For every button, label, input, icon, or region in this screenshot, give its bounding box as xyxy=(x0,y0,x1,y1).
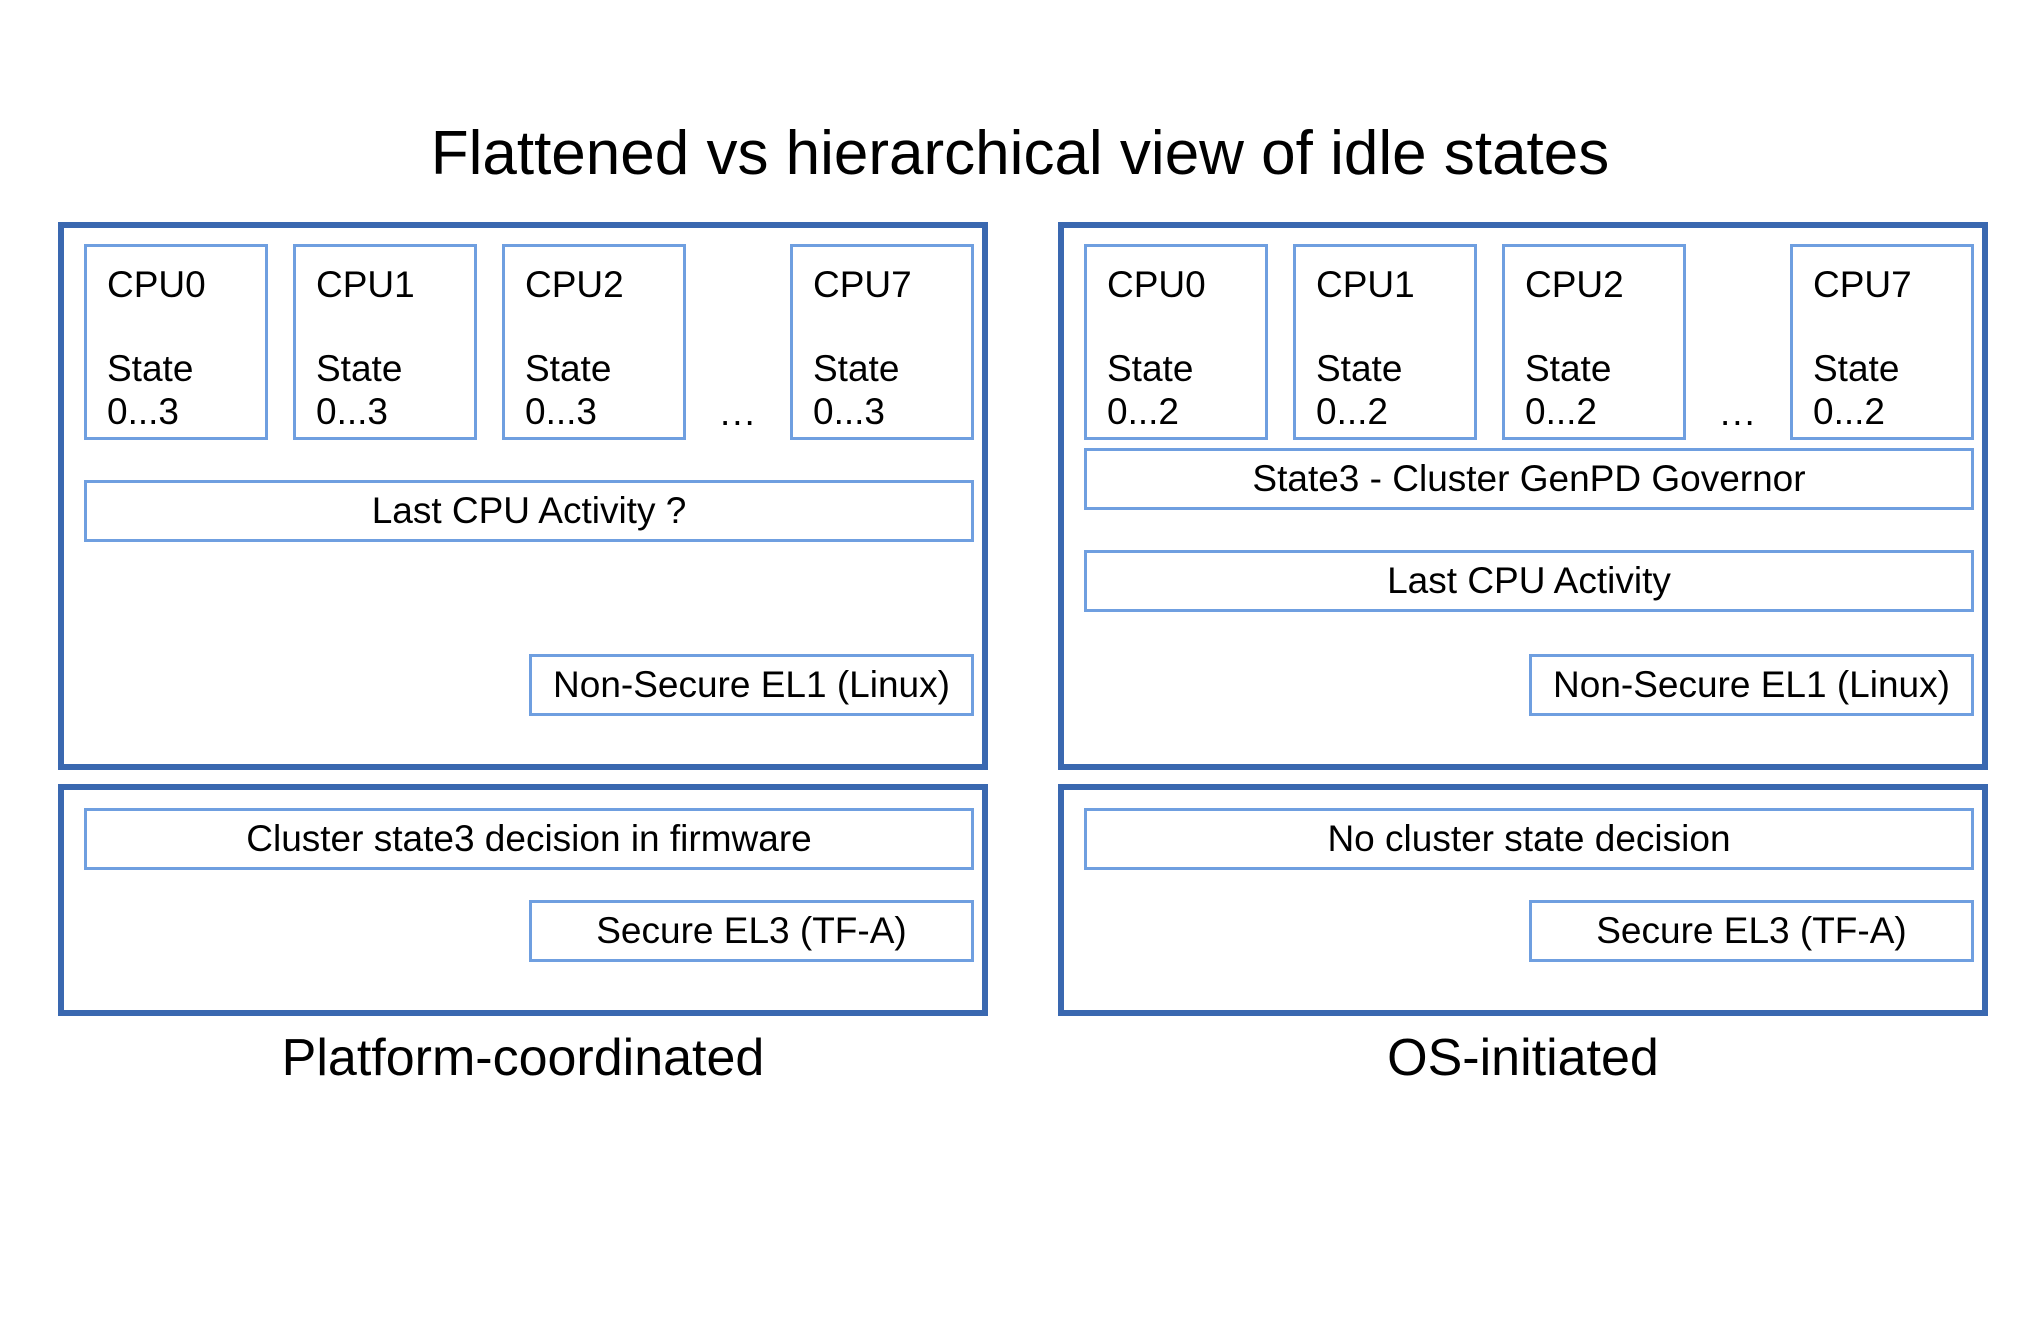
cpu-state-range: 0...2 xyxy=(1525,391,1597,432)
cpu-name-label: CPU1 xyxy=(316,264,415,305)
column-caption-platform-coordinated: Platform-coordinated xyxy=(281,1029,765,1087)
cpu-state-word: State xyxy=(1525,348,1612,389)
cpu-state-word: State xyxy=(1316,348,1403,389)
cpu-state-word: State xyxy=(1107,348,1194,389)
cpu-name-label: CPU7 xyxy=(813,264,912,305)
cpu-box-2: CPU2 State 0...3 xyxy=(502,244,686,440)
cpu-name-label: CPU2 xyxy=(1525,264,1624,305)
firmware-layer-panel: Cluster state3 decision in firmware Secu… xyxy=(58,784,988,1016)
cpu-state-range: 0...3 xyxy=(107,391,179,432)
non-secure-el1-label: Non-Secure EL1 (Linux) xyxy=(1529,654,1974,716)
cpu-name-label: CPU2 xyxy=(525,264,624,305)
last-cpu-activity-bar: Last CPU Activity xyxy=(1084,550,1974,612)
cpu-box-7: CPU7 State 0...2 xyxy=(1790,244,1974,440)
cpu-state-word: State xyxy=(316,348,403,389)
cluster-state-decision-bar: Cluster state3 decision in firmware xyxy=(84,808,974,870)
cpu-name-label: CPU7 xyxy=(1813,264,1912,305)
cpu-state-range: 0...2 xyxy=(1316,391,1388,432)
cpu-state-range: 0...3 xyxy=(525,391,597,432)
cluster-state-decision-bar: No cluster state decision xyxy=(1084,808,1974,870)
cpu-state-word: State xyxy=(1813,348,1900,389)
cpu-state-label: State 0...2 xyxy=(1525,347,1683,433)
cpu-name-label: CPU0 xyxy=(107,264,206,305)
cpu-box-2: CPU2 State 0...2 xyxy=(1502,244,1686,440)
cpu-state-range: 0...3 xyxy=(813,391,885,432)
cluster-genpd-governor-bar: State3 - Cluster GenPD Governor xyxy=(1084,448,1974,510)
cpu-state-word: State xyxy=(107,348,194,389)
cpu-state-word: State xyxy=(813,348,900,389)
cpu-state-label: State 0...3 xyxy=(525,347,683,433)
os-layer-panel: CPU0 State 0...3 CPU1 State 0...3 CPU2 S… xyxy=(58,222,988,770)
cpu-state-label: State 0...2 xyxy=(1107,347,1265,433)
cpu-state-label: State 0...2 xyxy=(1813,347,1971,433)
page-title: Flattened vs hierarchical view of idle s… xyxy=(430,119,1610,188)
cpu-state-range: 0...2 xyxy=(1813,391,1885,432)
cpu-state-label: State 0...3 xyxy=(316,347,474,433)
cpu-box-1: CPU1 State 0...2 xyxy=(1293,244,1477,440)
cpu-state-range: 0...2 xyxy=(1107,391,1179,432)
cpu-range-ellipsis: ... xyxy=(1720,392,1757,433)
cpu-box-1: CPU1 State 0...3 xyxy=(293,244,477,440)
firmware-layer-panel: No cluster state decision Secure EL3 (TF… xyxy=(1058,784,1988,1016)
cpu-box-7: CPU7 State 0...3 xyxy=(790,244,974,440)
cpu-range-ellipsis: ... xyxy=(720,392,757,433)
cpu-box-row: CPU0 State 0...2 CPU1 State 0...2 CPU2 S… xyxy=(1084,244,1974,440)
secure-el3-label: Secure EL3 (TF-A) xyxy=(529,900,974,962)
secure-el3-label: Secure EL3 (TF-A) xyxy=(1529,900,1974,962)
cpu-box-0: CPU0 State 0...3 xyxy=(84,244,268,440)
cpu-state-label: State 0...3 xyxy=(813,347,971,433)
last-cpu-activity-bar: Last CPU Activity ? xyxy=(84,480,974,542)
cpu-box-0: CPU0 State 0...2 xyxy=(1084,244,1268,440)
cpu-name-label: CPU1 xyxy=(1316,264,1415,305)
cpu-state-label: State 0...2 xyxy=(1316,347,1474,433)
column-caption-os-initiated: OS-initiated xyxy=(1387,1029,1659,1087)
cpu-box-row: CPU0 State 0...3 CPU1 State 0...3 CPU2 S… xyxy=(84,244,974,440)
cpu-name-label: CPU0 xyxy=(1107,264,1206,305)
cpu-state-label: State 0...3 xyxy=(107,347,265,433)
os-layer-panel: CPU0 State 0...2 CPU1 State 0...2 CPU2 S… xyxy=(1058,222,1988,770)
non-secure-el1-label: Non-Secure EL1 (Linux) xyxy=(529,654,974,716)
cpu-state-range: 0...3 xyxy=(316,391,388,432)
cpu-state-word: State xyxy=(525,348,612,389)
